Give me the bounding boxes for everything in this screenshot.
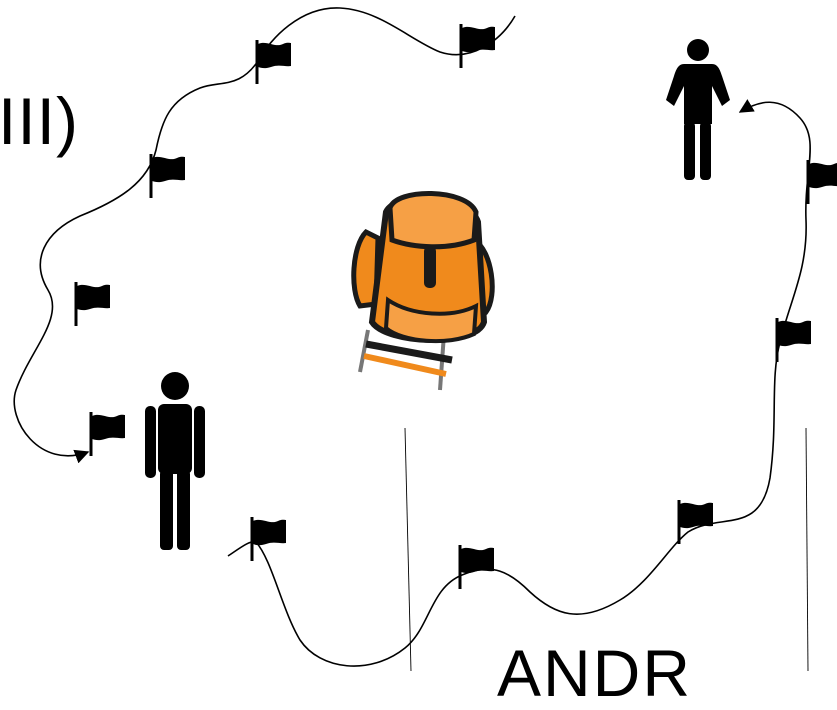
flag-icon <box>252 517 286 561</box>
flag-icon <box>76 282 110 326</box>
flag-icon <box>808 160 837 204</box>
person-icon <box>145 372 205 550</box>
flag-icon <box>460 545 494 589</box>
flag-icon <box>91 412 125 456</box>
divider-line-center <box>405 428 411 671</box>
roman-numeral-label: III) <box>0 88 79 154</box>
flag-icon <box>679 500 713 544</box>
flag-icon <box>257 40 291 84</box>
divider-line-right <box>806 428 808 671</box>
trail-path-lower-right <box>228 102 810 666</box>
backpack-icon <box>354 193 492 390</box>
bottom-text-label: ANDR <box>497 640 692 706</box>
flag-icon <box>461 24 495 68</box>
flag-icon <box>777 318 811 362</box>
flag-icon <box>151 154 185 198</box>
route-diagram <box>0 0 837 671</box>
person-icon <box>666 39 730 180</box>
